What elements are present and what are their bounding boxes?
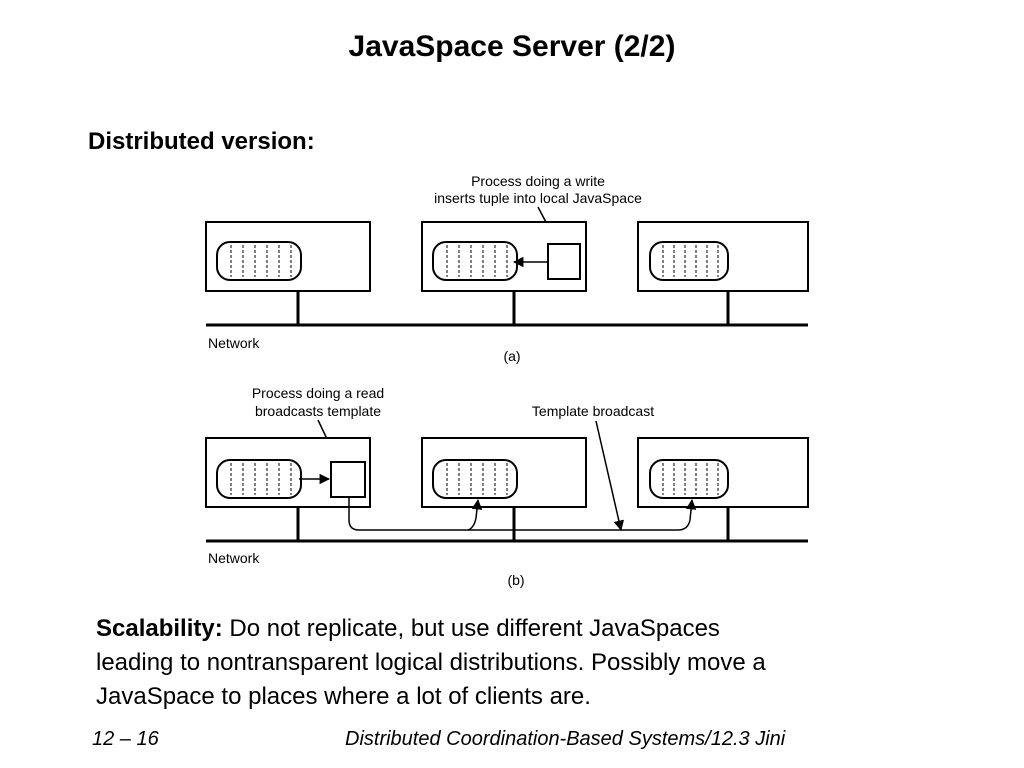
scalability-lead: Scalability:: [96, 615, 223, 642]
annotation-write-line1: Process doing a write: [471, 173, 605, 189]
broadcast-branch-b2: [467, 498, 483, 531]
scalability-line2: leading to nontransparent logical distri…: [96, 649, 766, 676]
annotation-read-line1: Process doing a read: [252, 385, 384, 401]
network-label-b: Network: [208, 550, 260, 566]
javaspace-b3: [649, 459, 729, 499]
network-b: [206, 507, 808, 543]
caption-a: (a): [503, 348, 520, 364]
footer-page-number: 12 – 16: [92, 728, 159, 750]
scalability-paragraph: Scalability: Do not replicate, but use d…: [96, 612, 916, 714]
javaspace-b2: [432, 459, 518, 499]
scalability-line1: Do not replicate, but use different Java…: [222, 615, 720, 642]
diagram-b: Process doing a read broadcasts template…: [205, 385, 809, 588]
network-label-a: Network: [208, 335, 260, 351]
annotation-read-line2: broadcasts template: [255, 403, 381, 419]
network-a: [206, 291, 808, 327]
caption-b: (b): [507, 572, 524, 588]
annotation-write-line2: inserts tuple into local JavaSpace: [434, 190, 642, 206]
javaspace-b1: [216, 459, 302, 499]
process-read: [330, 461, 366, 498]
annotation-broadcast: Template broadcast: [532, 403, 654, 419]
section-heading: Distributed version:: [88, 128, 315, 155]
diagram-a: Process doing a write inserts tuple into…: [205, 173, 809, 364]
slide-title: JavaSpace Server (2/2): [348, 30, 676, 63]
process-write: [547, 243, 581, 280]
javaspace-a2: [432, 241, 518, 281]
footer-course-title: Distributed Coordination-Based Systems/1…: [345, 728, 786, 750]
javaspace-a1: [216, 241, 302, 281]
broadcast-path: [348, 497, 697, 531]
scalability-line3: JavaSpace to places where a lot of clien…: [96, 683, 591, 710]
javaspace-a3: [649, 241, 729, 281]
annotation-broadcast-pointer: [595, 420, 625, 532]
